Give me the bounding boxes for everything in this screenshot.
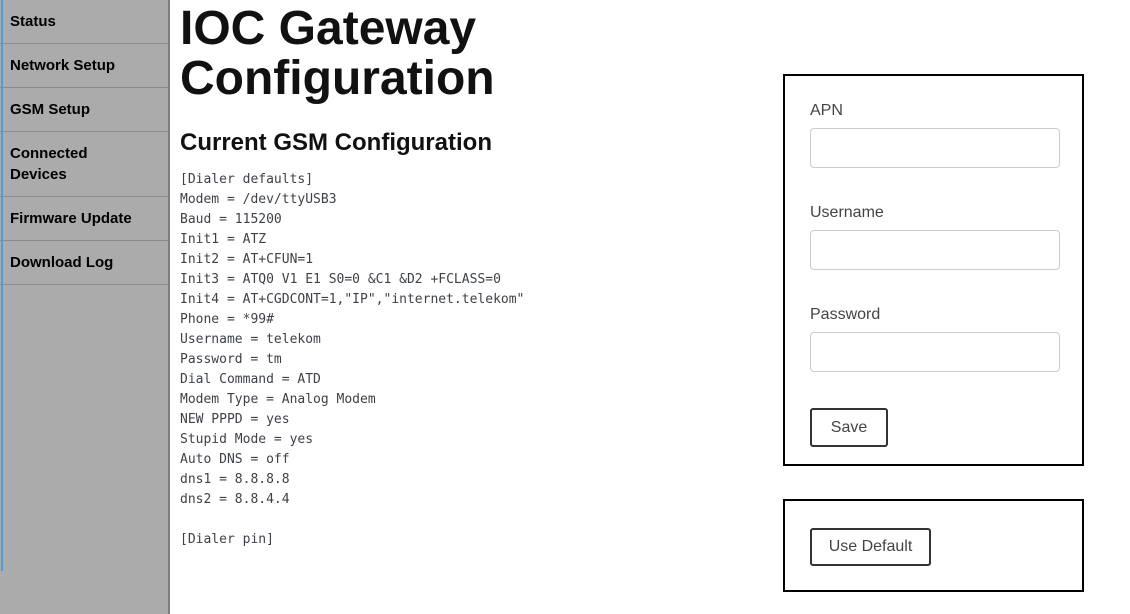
use-default-button[interactable]: Use Default <box>810 528 931 566</box>
main-content: IOC Gateway Configuration Current GSM Co… <box>170 0 780 550</box>
page-title: IOC Gateway Configuration <box>180 2 495 105</box>
sidebar-item-label: Firmware Update <box>10 210 132 227</box>
apn-label: APN <box>810 102 843 119</box>
sidebar-item-label: Download Log <box>10 254 114 271</box>
gsm-settings-form-box: APN Username Password Save <box>783 74 1084 466</box>
gsm-config-output: [Dialer defaults] Modem = /dev/ttyUSB3 B… <box>180 172 525 547</box>
sidebar-item-label: GSM Setup <box>10 101 91 118</box>
sidebar-item-download-log[interactable]: Download Log <box>0 241 168 285</box>
password-label: Password <box>810 306 881 323</box>
sidebar-item-label: Network Setup <box>10 57 116 74</box>
sidebar-item-label: Status <box>10 13 56 30</box>
username-input[interactable] <box>810 230 1060 270</box>
sidebar: Status Network Setup GSM Setup Connected… <box>0 0 170 614</box>
apn-input[interactable] <box>810 128 1060 168</box>
sidebar-item-label: Connected Devices <box>10 145 88 183</box>
use-default-box: Use Default <box>783 499 1084 592</box>
sidebar-item-network-setup[interactable]: Network Setup <box>0 44 168 88</box>
section-title-current-gsm-configuration: Current GSM Configuration <box>180 129 492 156</box>
sidebar-item-firmware-update[interactable]: Firmware Update <box>0 197 168 241</box>
sidebar-item-gsm-setup[interactable]: GSM Setup <box>0 88 168 132</box>
username-label: Username <box>810 204 884 221</box>
sidebar-accent-line <box>1 0 3 571</box>
sidebar-item-connected-devices[interactable]: Connected Devices <box>0 132 168 197</box>
password-input[interactable] <box>810 332 1060 372</box>
sidebar-menu: Status Network Setup GSM Setup Connected… <box>0 0 168 285</box>
sidebar-item-status[interactable]: Status <box>0 0 168 44</box>
save-button[interactable]: Save <box>810 408 888 447</box>
